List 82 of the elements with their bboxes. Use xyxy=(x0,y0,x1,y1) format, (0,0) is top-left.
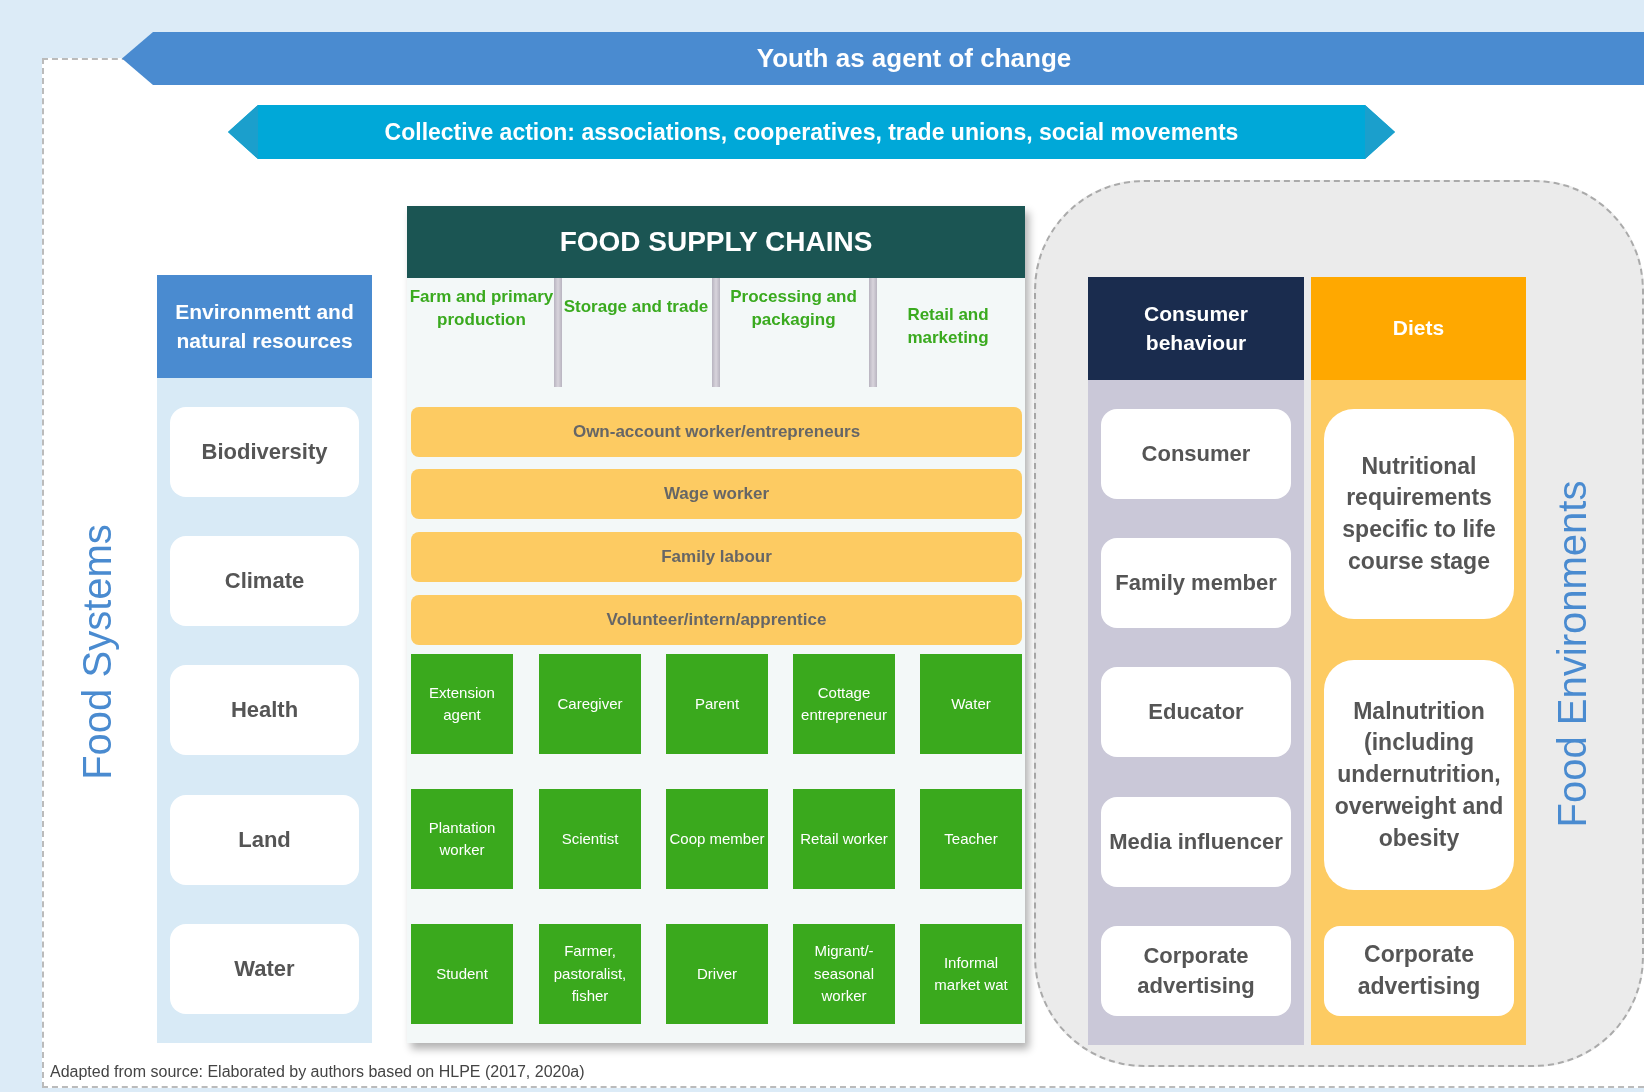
vertical-title: Food Systems xyxy=(74,524,120,780)
rounded-card xyxy=(170,536,359,626)
card-label: Biodiversity xyxy=(200,437,329,466)
rounded-card xyxy=(170,924,359,1014)
tile xyxy=(793,789,895,889)
tile xyxy=(539,654,641,754)
card-label: Family member xyxy=(1114,568,1278,597)
tile-label: Farmer, pastoralist, fisher xyxy=(552,941,628,1007)
column-header: Consumer behaviour xyxy=(1088,277,1304,380)
tile xyxy=(920,789,1022,889)
rounded-card xyxy=(1324,926,1514,1016)
tile xyxy=(411,654,513,754)
card-label: Corporate advertising xyxy=(1136,941,1256,1000)
tile xyxy=(539,924,641,1024)
tile-label: Scientist xyxy=(560,828,620,849)
panel-header: FOOD SUPPLY CHAINS xyxy=(407,206,1025,278)
tile-label: Driver xyxy=(696,963,738,984)
card-label: Nutritional requirements specific to life course stage xyxy=(1341,451,1497,576)
rounded-card xyxy=(1101,797,1291,887)
vertical-title: Food Environments xyxy=(1549,480,1595,828)
tile-label: Extension agent xyxy=(428,682,496,725)
banner-title: Youth as agent of change xyxy=(756,43,1072,74)
card-label: Health xyxy=(229,695,300,724)
tile xyxy=(666,654,768,754)
band-label: Wage worker xyxy=(663,484,770,504)
band xyxy=(411,595,1022,645)
column-panel xyxy=(1088,277,1304,1045)
rounded-card xyxy=(1101,409,1291,499)
tile-label: Student xyxy=(435,963,489,984)
column-panel xyxy=(157,275,372,1043)
banner-title: Collective action: associations, cooperatives, trade unions, social movements xyxy=(384,118,1239,146)
card-label: Land xyxy=(237,825,292,854)
stage-heading: Processing and packaging xyxy=(729,286,858,331)
panel-card xyxy=(407,206,1025,1043)
card-label: Climate xyxy=(223,566,306,595)
tile-label: Migrant/- seasonal worker xyxy=(812,941,875,1007)
tile xyxy=(920,654,1022,754)
rounded-card xyxy=(170,795,359,885)
tile xyxy=(793,654,895,754)
tile-label: Cottage entrepreneur xyxy=(800,682,888,725)
tile-label: Caregiver xyxy=(556,693,624,714)
band xyxy=(411,407,1022,457)
band-label: Volunteer/intern/apprentice xyxy=(606,610,827,630)
tile xyxy=(920,924,1022,1024)
card-label: Consumer xyxy=(1140,439,1252,468)
band xyxy=(411,532,1022,582)
tile-label: Water xyxy=(950,693,992,714)
rounded-card xyxy=(170,665,359,755)
tile xyxy=(666,924,768,1024)
band-label: Family labour xyxy=(661,547,772,567)
column-header: Diets xyxy=(1311,277,1526,380)
rounded-card xyxy=(1101,538,1291,628)
rounded-card xyxy=(1101,667,1291,757)
tile-label: Teacher xyxy=(943,828,999,849)
card-label: Water xyxy=(233,954,296,983)
rounded-card xyxy=(1324,660,1514,890)
rounded-card xyxy=(1101,926,1291,1016)
card-label: Media influencer xyxy=(1108,827,1284,856)
tile-label: Informal market wat xyxy=(933,952,1009,995)
tile xyxy=(793,924,895,1024)
tile-label: Plantation worker xyxy=(427,817,497,860)
stage-heading: Retail and marketing xyxy=(906,304,990,349)
rounded-card xyxy=(170,407,359,497)
tile-label: Parent xyxy=(693,693,741,714)
tile-label: Coop member xyxy=(668,828,766,849)
band xyxy=(411,469,1022,519)
tile xyxy=(539,789,641,889)
tile xyxy=(666,789,768,889)
caption-text: Adapted from source: Elaborated by authors based on HLPE (2017, 2020a) xyxy=(50,1063,585,1081)
region-background xyxy=(1034,180,1644,1067)
tile xyxy=(411,789,513,889)
card-label: Corporate advertising xyxy=(1356,940,1482,1001)
card-label: Malnutrition (including undernutrition, overweight and obesity xyxy=(1333,696,1505,853)
tile xyxy=(411,924,513,1024)
column-panel xyxy=(1311,277,1526,1045)
stage-heading: Farm and primary production xyxy=(409,286,554,331)
card-label: Educator xyxy=(1147,697,1245,726)
stage-heading: Storage and trade xyxy=(562,296,710,318)
band-label: Own-account worker/entrepreneurs xyxy=(572,422,861,442)
rounded-card xyxy=(1324,409,1514,619)
tile-label: Retail worker xyxy=(799,828,889,849)
column-header: Environmentt and natural resources xyxy=(157,275,372,378)
